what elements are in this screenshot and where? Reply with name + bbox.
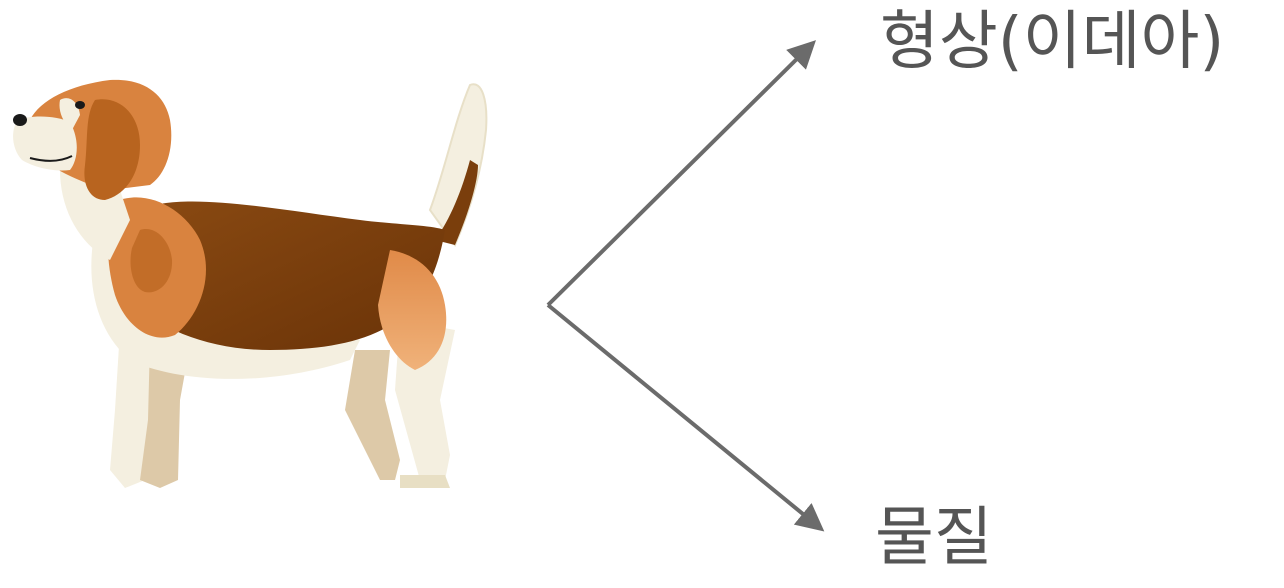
matter-label: 물질 [875,506,993,570]
form-idea-label: 형상(이데아) [880,10,1224,74]
arrow-to-form [548,44,812,305]
arrow-to-matter [548,305,820,528]
